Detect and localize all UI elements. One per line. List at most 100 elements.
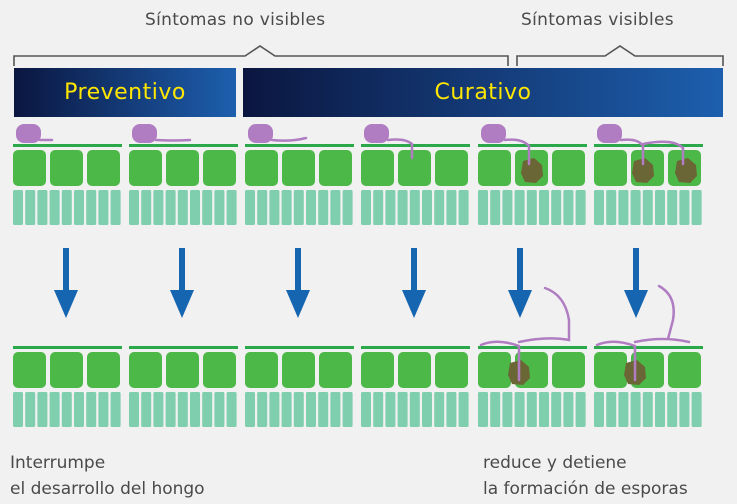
leaf-cell bbox=[245, 150, 278, 186]
leaf-cell bbox=[319, 150, 352, 186]
tissue-column bbox=[409, 392, 420, 427]
tissue-column bbox=[551, 190, 562, 225]
tissue-column bbox=[618, 392, 629, 427]
caption-right-line2: la formación de esporas bbox=[483, 479, 688, 499]
caption-left-line2: el desarrollo del hongo bbox=[10, 479, 205, 499]
tissue-column bbox=[502, 190, 513, 225]
epidermis-line bbox=[361, 346, 470, 349]
tissue-column bbox=[655, 392, 665, 427]
epidermis-line bbox=[478, 346, 587, 349]
bar-preventivo-label: Preventivo bbox=[64, 80, 186, 105]
tissue-column bbox=[630, 190, 641, 225]
tissue-column bbox=[141, 190, 152, 225]
tissue-column bbox=[526, 392, 537, 427]
tissue-column bbox=[226, 392, 237, 427]
epidermis-line bbox=[361, 144, 470, 147]
tissue-column bbox=[61, 392, 72, 427]
tissue-column bbox=[458, 392, 469, 427]
leaf-cell bbox=[552, 352, 585, 388]
tissue-column bbox=[490, 190, 501, 225]
leaf-cell bbox=[361, 150, 394, 186]
tissue-column bbox=[446, 392, 457, 427]
tissue-column bbox=[214, 190, 225, 225]
leaf-cell bbox=[129, 352, 162, 388]
tissue-column bbox=[539, 190, 549, 225]
leaf-cell bbox=[203, 352, 236, 388]
leaf-cell bbox=[203, 150, 236, 186]
tissue-column bbox=[446, 190, 457, 225]
tissue-column bbox=[293, 190, 304, 225]
tissue-column bbox=[490, 392, 501, 427]
lesion bbox=[675, 158, 697, 183]
tissue-column bbox=[177, 392, 188, 427]
tissue-column bbox=[551, 392, 562, 427]
tissue-column bbox=[679, 392, 690, 427]
leaf-cell bbox=[129, 150, 162, 186]
tissue-column bbox=[422, 190, 432, 225]
bracket-visibles bbox=[516, 45, 724, 66]
bar-preventivo: Preventivo bbox=[14, 68, 236, 117]
epidermis-line bbox=[594, 346, 703, 349]
tissue-column bbox=[214, 392, 225, 427]
leaf-cell bbox=[478, 150, 511, 186]
epidermis-line bbox=[13, 346, 122, 349]
tissue-column bbox=[202, 190, 213, 225]
tissue-column bbox=[25, 392, 36, 427]
arrow-shaft bbox=[517, 248, 523, 292]
leaf-cell bbox=[435, 352, 468, 388]
tissue-column bbox=[293, 392, 304, 427]
spore bbox=[481, 124, 506, 143]
hypha bbox=[503, 138, 531, 166]
germ-tube bbox=[270, 136, 308, 142]
tissue-column bbox=[397, 190, 408, 225]
tissue-column bbox=[458, 190, 469, 225]
tissue-column bbox=[642, 190, 653, 225]
tissue-column bbox=[655, 190, 665, 225]
tissue-column bbox=[37, 190, 48, 225]
tissue-column bbox=[691, 190, 702, 225]
tissue-column bbox=[190, 392, 200, 427]
tissue-column bbox=[129, 392, 139, 427]
tissue-column bbox=[98, 392, 109, 427]
sporulating-hypha bbox=[479, 286, 571, 382]
tissue-column bbox=[642, 392, 653, 427]
leaf-cell bbox=[398, 352, 431, 388]
leaf-cell bbox=[668, 352, 701, 388]
tissue-column bbox=[153, 190, 164, 225]
leaf-cell bbox=[245, 352, 278, 388]
tissue-column bbox=[618, 190, 629, 225]
arrow-head bbox=[286, 290, 310, 318]
tissue-column bbox=[281, 190, 292, 225]
tissue-column bbox=[514, 190, 525, 225]
sporulating-hypha bbox=[595, 284, 691, 382]
tissue-column bbox=[37, 392, 48, 427]
tissue-column bbox=[13, 190, 23, 225]
tissue-column bbox=[434, 392, 445, 427]
tissue-column bbox=[269, 392, 280, 427]
tissue-column bbox=[61, 190, 72, 225]
tissue-column bbox=[74, 190, 84, 225]
epidermis-line bbox=[594, 144, 703, 147]
tissue-column bbox=[361, 392, 371, 427]
tissue-column bbox=[226, 190, 237, 225]
tissue-column bbox=[165, 190, 176, 225]
tissue-column bbox=[13, 392, 23, 427]
tissue-column bbox=[306, 190, 316, 225]
label-sintomas-visibles: Síntomas visibles bbox=[521, 10, 674, 30]
tissue-column bbox=[526, 190, 537, 225]
tissue-column bbox=[373, 190, 384, 225]
tissue-column bbox=[98, 190, 109, 225]
leaf-cell bbox=[50, 150, 83, 186]
tissue-column bbox=[361, 190, 371, 225]
caption-right-line1: reduce y detiene bbox=[483, 453, 627, 473]
spore bbox=[132, 124, 157, 143]
tissue-column bbox=[129, 190, 139, 225]
tissue-column bbox=[575, 190, 586, 225]
leaf-cell bbox=[166, 352, 199, 388]
arrow-head bbox=[508, 290, 532, 318]
tissue-column bbox=[539, 392, 549, 427]
leaf-cell bbox=[87, 150, 120, 186]
tissue-column bbox=[422, 392, 432, 427]
